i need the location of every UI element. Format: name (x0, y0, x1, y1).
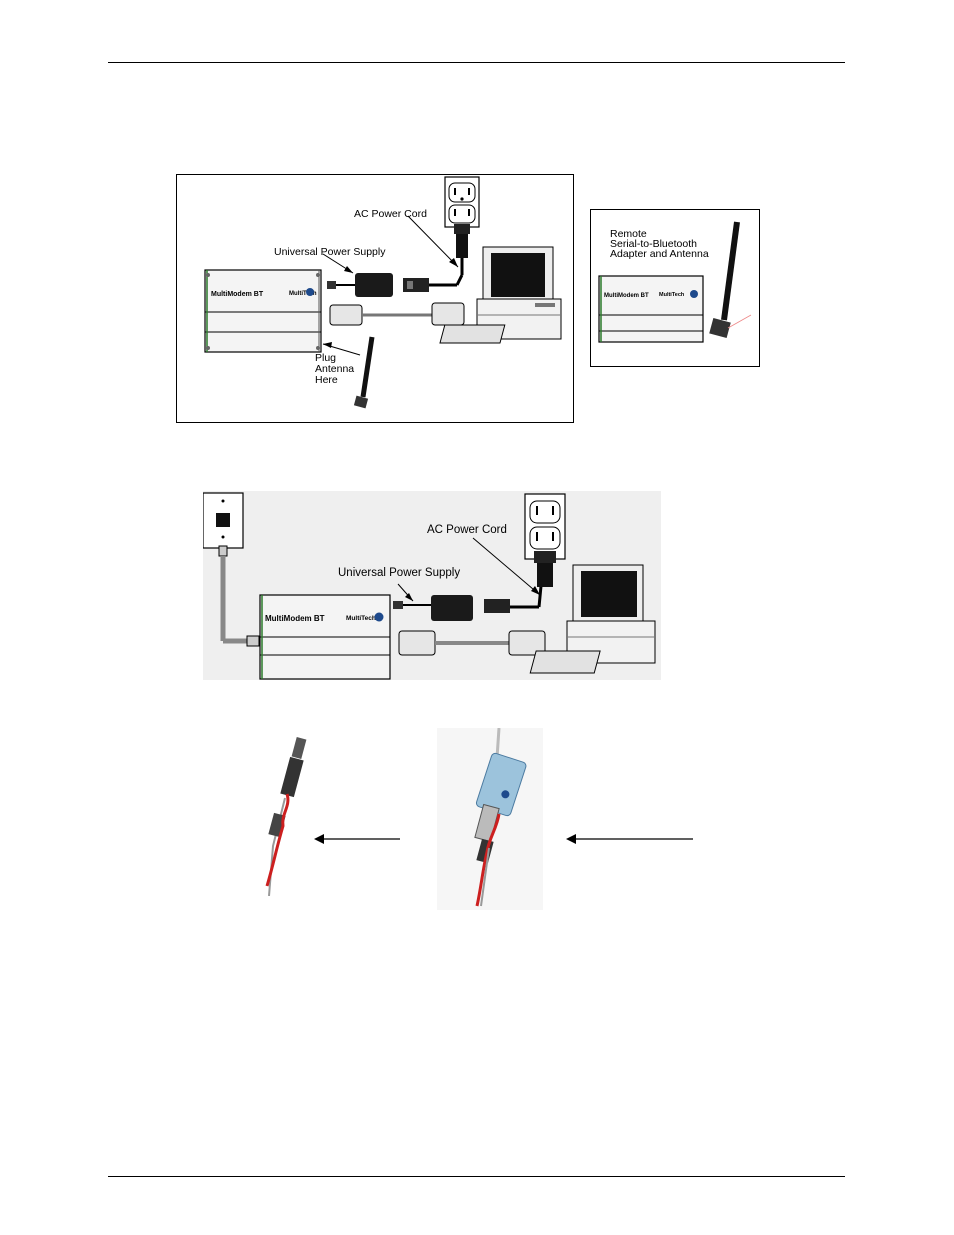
arrow-left-1 (314, 832, 402, 846)
figure-1-local-setup: MultiModem BT MultiTech (176, 174, 574, 423)
power-cord-plug-illustration (403, 224, 470, 292)
svg-text:MultiTech: MultiTech (659, 292, 685, 298)
plug-antenna-here-label-line-3: Here (315, 374, 338, 386)
serial-cable-illustration (330, 303, 464, 325)
multimodem-bt-illustration-2: MultiModem BT MultiTech (260, 595, 390, 679)
ac-power-cord-label: AC Power Cord (354, 208, 427, 220)
remote-adapter-panel: MultiModem BT MultiTech Remote Serial-to… (590, 209, 760, 367)
remote-caption-line-3: Adapter and Antenna (610, 248, 709, 260)
svg-text:MultiTech: MultiTech (346, 615, 376, 622)
multimodem-bt-illustration: MultiModem BT MultiTech (205, 270, 321, 352)
computer-illustration (440, 247, 561, 343)
serial-adapter-illustration (437, 728, 543, 910)
universal-power-supply-label: Universal Power Supply (274, 246, 385, 258)
figure-3-cable-detail-left (251, 736, 331, 896)
wall-outlet-illustration-2 (525, 494, 565, 587)
wall-outlet-illustration (445, 177, 479, 227)
footer-rule (108, 1176, 845, 1177)
antenna-illustration (354, 337, 372, 408)
figure-3-cable-detail-right (437, 728, 543, 910)
power-cable-illustration (251, 736, 331, 896)
phone-jack-illustration (203, 493, 259, 646)
serial-cable-illustration-2 (399, 631, 545, 655)
svg-text:MultiModem BT: MultiModem BT (604, 293, 649, 299)
header-rule (108, 62, 845, 63)
svg-text:MultiModem BT: MultiModem BT (211, 291, 264, 298)
svg-text:MultiModem BT: MultiModem BT (265, 614, 325, 623)
arrow-left-2 (566, 832, 694, 846)
ac-power-cord-label-2: AC Power Cord (427, 524, 507, 537)
figure-2-illustration: MultiModem BT MultiTech (203, 491, 661, 680)
figure-2-phone-line-setup: MultiModem BT MultiTech (203, 491, 661, 680)
universal-power-supply-label-2: Universal Power Supply (338, 567, 460, 580)
power-supply-brick-illustration-2 (393, 586, 541, 621)
power-supply-brick-illustration (327, 273, 393, 297)
